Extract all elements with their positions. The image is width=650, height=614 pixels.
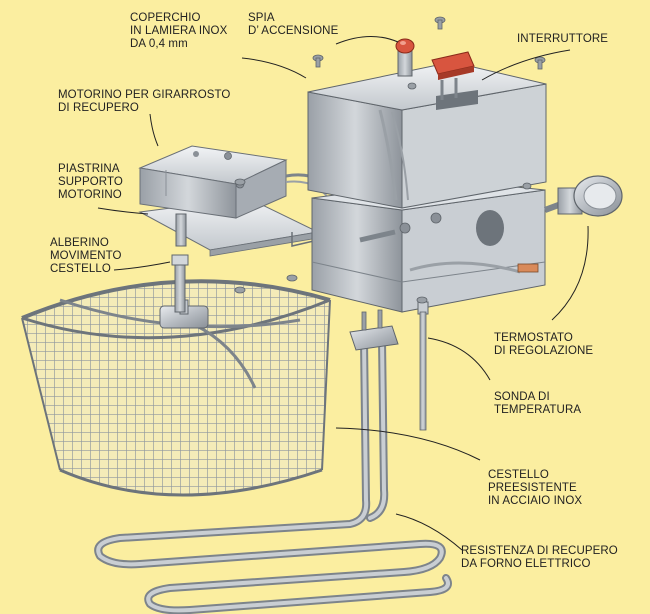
motor xyxy=(138,145,351,247)
indicator-lamp xyxy=(395,38,415,77)
label-indicator-lamp: SPIA D’ ACCENSIONE xyxy=(248,12,339,37)
basket xyxy=(21,279,331,497)
heating-element-terminal xyxy=(349,309,399,351)
drive-shaft xyxy=(171,254,189,313)
thermostat xyxy=(543,175,623,217)
label-switch: INTERRUTTORE xyxy=(517,33,609,45)
power-switch xyxy=(431,51,475,100)
label-thermostat: TERMOSTATO DI REGOLAZIONE xyxy=(494,332,594,357)
label-cover: COPERCHIO IN LAMIERA INOX DA 0,4 mm xyxy=(130,12,228,50)
label-heating-element: RESISTENZA DI RECUPERO DA FORNO ELETTRIC… xyxy=(461,545,618,570)
label-temperature-probe: SONDA DI TEMPERATURA xyxy=(494,391,582,416)
leader-lines xyxy=(97,35,589,551)
top-cover xyxy=(307,61,547,209)
temperature-probe xyxy=(417,301,429,431)
loose-screws xyxy=(234,16,546,304)
heating-element xyxy=(94,336,452,614)
label-basket: CESTELLO PREESISTENTE IN ACCIAIO INOX xyxy=(488,469,583,507)
label-motor: MOTORINO PER GIRARROSTO DI RECUPERO xyxy=(58,89,231,114)
label-drive-shaft: ALBERINO MOVIMENTO CESTELLO xyxy=(50,237,122,275)
label-support-plate: PIASTRINA SUPPORTO MOTORINO xyxy=(58,163,123,201)
